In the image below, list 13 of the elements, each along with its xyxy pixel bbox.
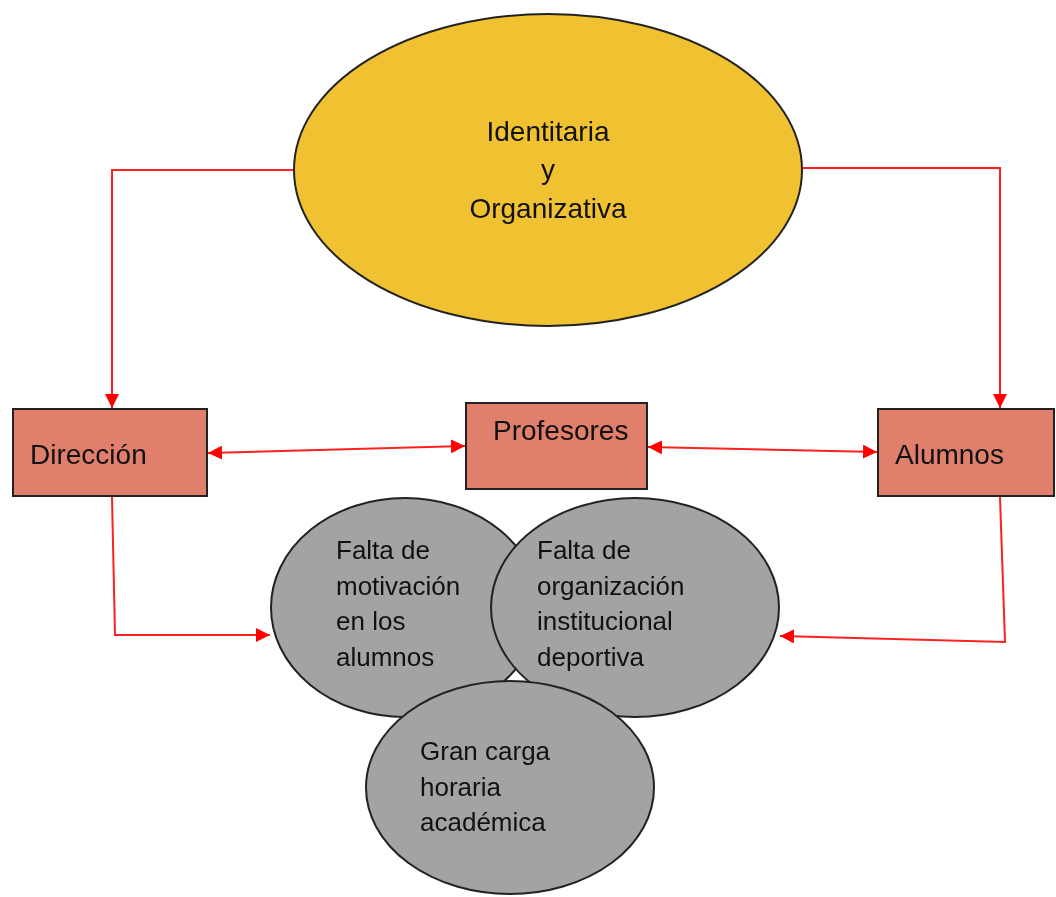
ellipse-label: Falta de motivación en los alumnos [336,534,462,674]
arrow [105,169,294,409]
ellipse-label: Falta de organización institucional deportiva [537,534,686,674]
box-label: Alumnos [895,438,1005,472]
arrow [802,167,1007,409]
box-label: Profesores [493,414,630,448]
box-label: Dirección [30,438,148,472]
arrow [207,439,466,460]
ellipse-label: Gran carga horaria académica [420,735,552,840]
arrow [647,440,878,459]
ellipse-label: Identitaria y Organizativa [468,115,628,226]
arrow [779,496,1007,644]
arrow [111,496,271,642]
